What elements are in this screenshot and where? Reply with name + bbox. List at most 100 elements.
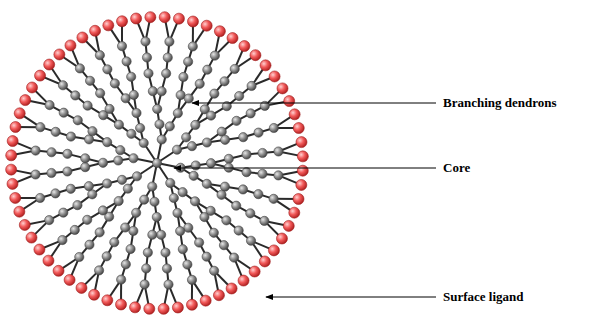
ligand-atom xyxy=(53,265,64,276)
dendron-atom xyxy=(88,190,97,199)
ligand-atom xyxy=(144,303,155,314)
ligand-atom xyxy=(238,275,249,286)
dendron-atom xyxy=(132,108,141,117)
dendron-atom xyxy=(127,72,136,81)
dendron-atom xyxy=(81,163,90,172)
ligand-atom xyxy=(6,150,17,161)
dendron-atom xyxy=(235,91,244,100)
dendron-atom xyxy=(31,146,40,155)
part-label: Branching dendrons xyxy=(443,95,557,111)
bond-line xyxy=(149,73,158,109)
ligand-atom xyxy=(260,60,271,71)
bond-line xyxy=(157,73,166,109)
dendron-atom xyxy=(246,236,255,245)
dendron-atom xyxy=(83,215,92,224)
dendron-atom xyxy=(246,109,255,118)
leader-arrow xyxy=(266,297,436,298)
dendron-atom xyxy=(210,89,219,98)
dendron-atom xyxy=(132,172,141,181)
dendron-atom xyxy=(165,37,174,46)
dendron-atom xyxy=(234,226,243,235)
dendron-atom xyxy=(184,223,193,232)
dendron-atom xyxy=(139,138,148,147)
dendron-atom xyxy=(269,123,278,132)
dendron-atom xyxy=(195,238,204,247)
dendron-atom xyxy=(117,42,126,51)
atom-beads xyxy=(6,12,309,315)
ligand-atom xyxy=(250,50,261,61)
dendron-atom xyxy=(222,216,231,225)
dendron-atom xyxy=(152,158,161,167)
dendron-atom xyxy=(176,90,185,99)
ligand-atom xyxy=(20,95,31,106)
dendron-atom xyxy=(203,65,212,74)
ligand-atom xyxy=(249,266,260,277)
dendron-atom xyxy=(202,179,211,188)
ligand-atom xyxy=(201,20,212,31)
dendron-atom xyxy=(148,230,157,239)
dendron-atom xyxy=(172,145,181,154)
bond-line xyxy=(67,154,103,163)
dendron-atom xyxy=(152,212,161,221)
ligand-atom xyxy=(187,16,198,27)
dendron-atom xyxy=(258,148,267,157)
dendron-atom xyxy=(98,206,107,215)
ligand-atom xyxy=(296,137,307,148)
ligand-atom xyxy=(277,83,288,94)
dendron-atom xyxy=(183,260,192,269)
part-label: Core xyxy=(443,160,470,176)
dendron-atom xyxy=(184,57,193,66)
dendron-atom xyxy=(179,72,188,81)
bond-lines xyxy=(11,17,303,309)
dendron-atom xyxy=(140,195,149,204)
ligand-atom xyxy=(145,12,156,23)
dendron-atom xyxy=(58,81,67,90)
dendron-atom xyxy=(188,42,197,51)
ligand-atom xyxy=(14,206,25,217)
dendron-atom xyxy=(187,142,196,151)
dendron-atom xyxy=(122,57,131,66)
dendron-atom xyxy=(217,190,226,199)
ligand-atom xyxy=(43,255,54,266)
dendron-atom xyxy=(202,252,211,261)
dendron-atom xyxy=(45,216,54,225)
dendron-atom xyxy=(129,154,138,163)
dendron-atom xyxy=(95,228,104,237)
dendron-atom xyxy=(157,135,166,144)
dendron-atom xyxy=(184,94,193,103)
ligand-atom xyxy=(89,289,100,300)
dendron-atom xyxy=(144,69,153,78)
ligand-atom xyxy=(213,290,224,301)
ligand-atom xyxy=(131,13,142,24)
part-label: Surface ligand xyxy=(443,289,524,305)
dendron-atom xyxy=(81,154,90,163)
dendron-atom xyxy=(173,208,182,217)
ligand-atom xyxy=(269,71,280,82)
dendron-atom xyxy=(165,122,174,131)
dendron-atom xyxy=(195,79,204,88)
dendron-atom xyxy=(155,120,164,129)
dendron-atom xyxy=(232,116,241,125)
ligand-atom xyxy=(239,41,250,52)
dendron-atom xyxy=(254,190,263,199)
dendron-atom xyxy=(123,184,132,193)
dendron-atom xyxy=(136,123,145,132)
dendron-atom xyxy=(110,238,119,247)
dendron-atom xyxy=(229,253,238,262)
ligand-atom xyxy=(159,12,170,23)
dendron-atom xyxy=(247,81,256,90)
dendron-atom xyxy=(59,208,68,217)
ligand-atom xyxy=(173,13,184,24)
dendron-atom xyxy=(66,184,75,193)
ligand-atom xyxy=(130,302,141,313)
dendron-atom xyxy=(102,179,111,188)
bond-line xyxy=(67,163,103,172)
dendron-atom xyxy=(164,280,173,289)
dendron-atom xyxy=(51,189,60,198)
dendron-atom xyxy=(157,230,166,239)
dendron-atom xyxy=(220,77,229,86)
ligand-atom xyxy=(186,299,197,310)
ligand-atom xyxy=(284,96,295,107)
ligand-atom xyxy=(64,274,75,285)
